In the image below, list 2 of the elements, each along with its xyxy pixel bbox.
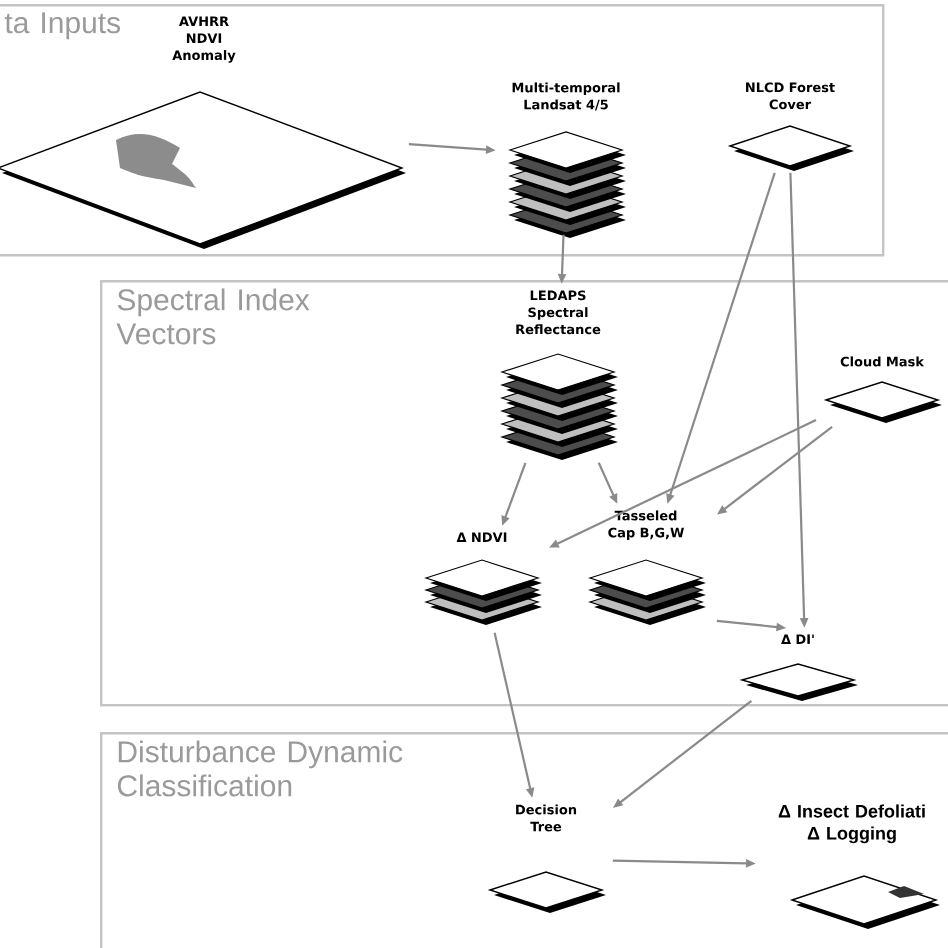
node-label: Δ Insect Defoliati Δ Logging: [778, 804, 925, 844]
diamond-layer: Δ Insect Defoliati Δ Logging: [778, 804, 940, 929]
